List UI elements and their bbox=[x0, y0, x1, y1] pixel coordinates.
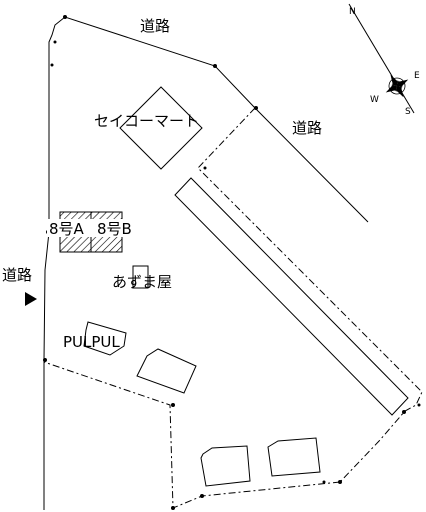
warehouse-left bbox=[200, 445, 251, 487]
survey-points bbox=[43, 15, 421, 510]
seico-mart-label: セイコーマート bbox=[94, 112, 199, 130]
pulpul-building bbox=[83, 321, 127, 356]
road-left-boundary bbox=[43, 231, 50, 510]
azumaya-roof bbox=[132, 265, 149, 289]
compass-rose-icon: N E S W bbox=[348, 3, 420, 117]
property-boundary bbox=[43, 107, 423, 509]
entrance-arrow-icon bbox=[25, 292, 37, 306]
building-8a-label: 8号A bbox=[49, 220, 85, 238]
road-top-label: 道路 bbox=[140, 17, 170, 35]
seico-mart-building bbox=[119, 86, 203, 170]
pulpul-label: PULPUL bbox=[63, 333, 120, 351]
road-top-left-boundary bbox=[48, 16, 369, 232]
building-8-label-bg bbox=[47, 219, 143, 237]
compass-east-label: E bbox=[414, 71, 420, 81]
long-shed-building bbox=[174, 177, 409, 416]
road-lines bbox=[43, 16, 369, 510]
compass-north-label: N bbox=[349, 7, 356, 17]
annex-building bbox=[136, 348, 197, 394]
road-left-label: 道路 bbox=[2, 266, 32, 284]
building-8b-label: 8号B bbox=[97, 220, 132, 238]
road-right-label: 道路 bbox=[292, 119, 322, 137]
warehouse-right bbox=[267, 437, 321, 477]
compass-west-label: W bbox=[370, 95, 379, 105]
compass-south-label: S bbox=[405, 107, 411, 117]
boundary-lower bbox=[43, 361, 341, 509]
azumaya-label: あずま屋 bbox=[112, 273, 172, 291]
